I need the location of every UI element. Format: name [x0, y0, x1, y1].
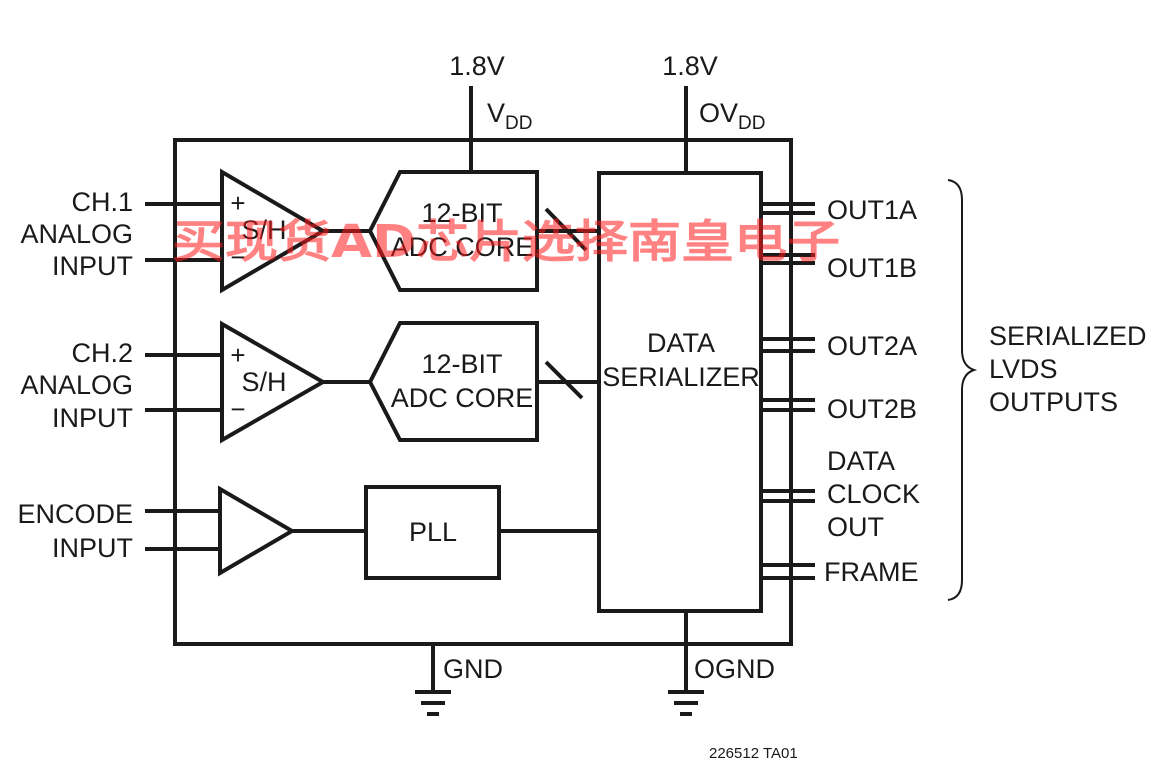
ch1-adc-label-line1: 12-BIT	[421, 198, 502, 228]
pll-block	[364, 485, 501, 580]
ch2-minus-sign: −	[230, 394, 245, 424]
ch1-label-line2: ANALOG	[20, 219, 133, 249]
chip-outline	[173, 138, 793, 646]
ch1-plus-sign: +	[230, 188, 245, 218]
group-label-line2: LVDS	[989, 354, 1058, 384]
vdd-voltage-label: 1.8V	[449, 51, 505, 81]
watermark-text: 买现货AD芯片选择南皇电子	[172, 215, 840, 268]
figure-id: 226512 TA01	[709, 745, 798, 762]
ch1-label-line1: CH.1	[71, 187, 133, 217]
ch2-adc-label-line2: ADC CORE	[391, 383, 534, 413]
frame-label: FRAME	[824, 557, 919, 587]
out2a-label: OUT2A	[827, 331, 917, 361]
ch1-bus-slash	[544, 207, 588, 252]
encode-label-line2: INPUT	[52, 533, 133, 563]
ch1-adc-label-line2: ADC CORE	[391, 232, 534, 262]
ch1-sh-label: S/H	[241, 215, 286, 245]
out1a-label: OUT1A	[827, 195, 917, 225]
group-label-line3: OUTPUTS	[989, 387, 1118, 417]
ch1-adc-core	[367, 170, 539, 292]
clock-label-line2: CLOCK	[827, 479, 920, 509]
encode-buffer	[218, 485, 296, 577]
encode-label-line1: ENCODE	[17, 499, 133, 529]
ovdd-label: OVDD	[699, 98, 765, 134]
group-label-line1: SERIALIZED	[989, 321, 1147, 351]
ovdd-voltage-label: 1.8V	[662, 51, 718, 81]
ch2-sample-hold-amplifier	[220, 320, 328, 444]
gnd-label: GND	[443, 654, 503, 684]
serializer-label-line1: DATA	[647, 328, 715, 358]
ch2-label-line2: ANALOG	[20, 370, 133, 400]
ch2-adc-label-line1: 12-BIT	[421, 349, 502, 379]
outputs-brace	[947, 179, 978, 601]
out2b-label: OUT2B	[827, 394, 917, 424]
ognd-label: OGND	[694, 654, 775, 684]
vdd-label: VDD	[487, 98, 532, 134]
ch2-plus-sign: +	[230, 340, 245, 370]
out1b-label: OUT1B	[827, 253, 917, 283]
ch1-label-line3: INPUT	[52, 251, 133, 281]
data-serializer-block	[597, 171, 763, 613]
ch2-label-line1: CH.2	[71, 338, 133, 368]
pll-label: PLL	[409, 517, 457, 547]
ch2-label-line3: INPUT	[52, 403, 133, 433]
clock-label-line3: OUT	[827, 512, 884, 542]
ch2-adc-core	[367, 321, 539, 442]
ch1-sample-hold-amplifier	[220, 168, 327, 294]
clock-label-line1: DATA	[827, 446, 895, 476]
ch2-bus-slash	[544, 360, 584, 400]
ch2-sh-label: S/H	[241, 367, 286, 397]
ch1-minus-sign: −	[230, 242, 245, 272]
serializer-label-line2: SERIALIZER	[602, 362, 760, 392]
